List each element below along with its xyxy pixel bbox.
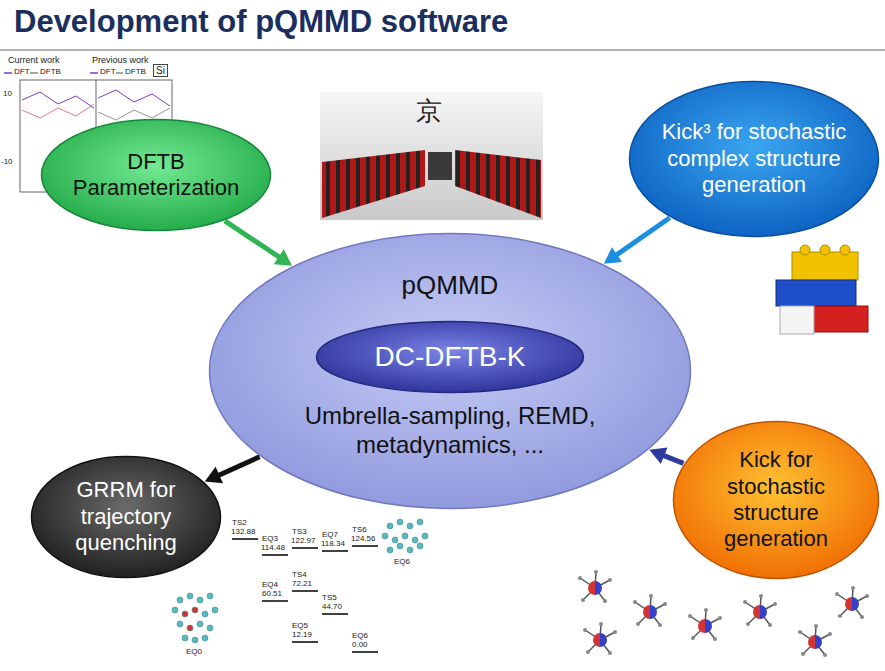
text-wrap: DFTB Parameterization: [40, 118, 272, 232]
element-tag: Si: [153, 64, 168, 77]
state-name: EQ3: [262, 535, 278, 544]
text-block: DFTB Parameterization: [56, 149, 256, 202]
state-name: EQ4: [262, 581, 278, 590]
axis-tick: 10: [3, 90, 12, 99]
structure-name: EQ6: [394, 558, 410, 567]
grrm-ellipse: GRRM for trajectory quenching: [30, 455, 222, 579]
energy-value: 118.34: [321, 540, 345, 549]
text-wrap: Kick for stochastic structure generation: [672, 420, 880, 580]
state-name: EQ6: [352, 632, 368, 641]
ellipse-shape: [210, 234, 691, 509]
title-rule: [0, 49, 885, 51]
series-label: DFT: [14, 68, 30, 77]
energy-value: 12.19: [292, 631, 312, 640]
state-name: TS6: [352, 526, 367, 535]
text-line: DFTB Parameterization: [56, 149, 256, 202]
flow-arrow: [225, 221, 292, 266]
structure-name: EQ0: [186, 648, 202, 657]
node-label: GRRM for trajectory quenching: [75, 477, 177, 555]
kick-molecules: [578, 570, 869, 657]
text-line: Kick³ for stochastic complex structure g…: [653, 119, 855, 198]
node-label: Kick for stochastic structure generation: [724, 447, 828, 551]
energy-diagram: [232, 539, 378, 652]
arrow-head: [205, 467, 223, 483]
pqmmd-ellipse: pQMMD Umbrella-sampling, REMD, metadynami…: [208, 232, 692, 510]
text-wrap: GRRM for trajectory quenching: [30, 455, 222, 579]
energy-value: 44.70: [322, 603, 342, 612]
state-name: EQ7: [322, 531, 338, 540]
kick3-ellipse: Kick³ for stochastic complex structure g…: [628, 80, 880, 238]
ellipse-shape: [674, 422, 879, 579]
slide-title: Development of pQMMD software: [14, 4, 508, 40]
arrow-head: [274, 249, 292, 265]
text-wrap: DC-DFTB-K: [315, 320, 585, 394]
energy-value: 122.97: [291, 537, 315, 546]
state-name: EQ5: [292, 622, 308, 631]
text-block: Kick³ for stochastic complex structure g…: [653, 119, 855, 198]
dftb-core-ellipse: DC-DFTB-K: [315, 320, 585, 394]
flow-arrow: [649, 447, 683, 464]
arrow-shaft: [615, 218, 670, 257]
energy-value: 60.51: [262, 590, 282, 599]
ellipse-shape: [630, 82, 879, 237]
flow-arrow: [604, 218, 670, 264]
series-label: DFT: [100, 68, 116, 77]
text-block: Kick for stochastic structure generation: [691, 447, 862, 553]
text-line: Kick for stochastic structure generation: [691, 447, 862, 553]
chart-caption: Previous work: [92, 56, 149, 66]
ellipse-shape: [32, 457, 221, 578]
graphene-molecule: [382, 519, 428, 553]
state-name: TS5: [322, 594, 337, 603]
flow-arrow: [205, 457, 260, 483]
supercomputer-photo: [320, 92, 543, 220]
energy-value: 0.00: [352, 641, 368, 650]
arrow-shaft: [217, 457, 260, 476]
state-name: TS2: [232, 519, 247, 528]
series-label: DFTB: [40, 68, 61, 77]
text-block: DC-DFTB-K: [342, 340, 558, 374]
node-heading: pQMMD: [402, 270, 499, 300]
text-holder: Umbrella-sampling, REMD, metadynamics, .…: [270, 402, 630, 460]
energy-value: 132.88: [231, 528, 255, 537]
state-name: TS4: [292, 571, 307, 580]
node-label: Kick³ for stochastic complex structure g…: [662, 119, 847, 197]
text-line: DC-DFTB-K: [342, 340, 558, 374]
ellipse-shape: [42, 120, 271, 231]
node-label: DFTB Parameterization: [73, 149, 239, 200]
energy-value: 72.21: [292, 580, 312, 589]
energy-value: 114.48: [261, 544, 285, 553]
state-name: TS3: [292, 528, 307, 537]
node-label: DC-DFTB-K: [375, 341, 526, 372]
computer-logo: 京: [416, 97, 442, 126]
arrow-shaft: [661, 455, 683, 464]
kick-ellipse: Kick for stochastic structure generation: [672, 420, 880, 580]
arrow-head: [649, 447, 667, 464]
ellipse-shape: [317, 322, 584, 393]
node-body: Umbrella-sampling, REMD, metadynamics, .…: [305, 402, 596, 458]
text-holder: pQMMD: [300, 270, 600, 301]
arrow-head: [604, 247, 622, 264]
text-block: GRRM for trajectory quenching: [49, 477, 203, 556]
eq0-molecule: [172, 593, 218, 643]
chart-caption: Current work: [8, 56, 60, 66]
energy-value: 124.56: [351, 535, 375, 544]
series-label: DFTB: [125, 68, 146, 77]
arrow-shaft: [225, 221, 281, 259]
text-wrap: Kick³ for stochastic complex structure g…: [628, 80, 880, 238]
parameterization-ellipse: DFTB Parameterization: [40, 118, 272, 232]
axis-tick: -10: [1, 158, 13, 167]
text-line: GRRM for trajectory quenching: [49, 477, 203, 556]
lego-bricks: [776, 245, 868, 334]
